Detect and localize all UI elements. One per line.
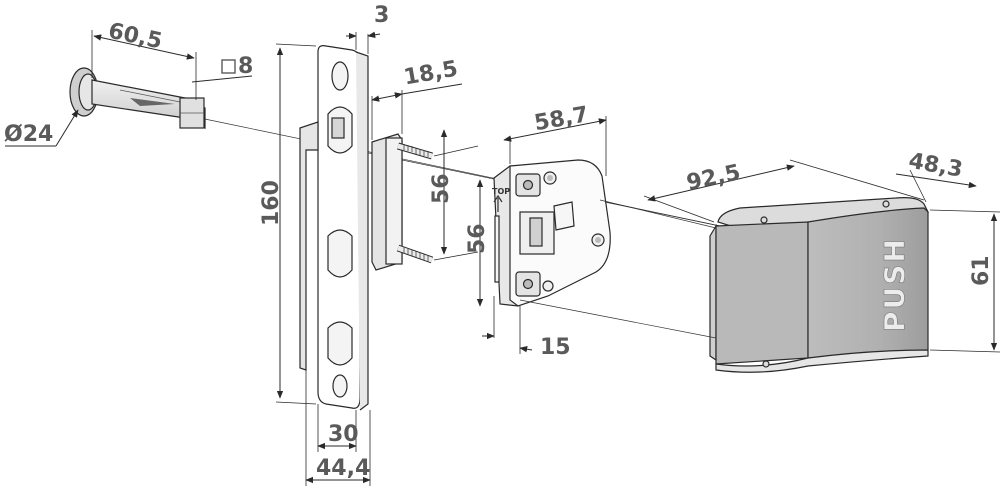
- back-plate: [299, 45, 369, 411]
- plate-thickness-dimension: 3: [346, 3, 389, 54]
- plate-thickness-label: 3: [374, 3, 389, 28]
- arrow-up-icon: [493, 194, 503, 212]
- bolt-spacing-a-label: 56: [429, 173, 454, 204]
- handle-height-dimension: 61: [929, 209, 1000, 353]
- lower-bolt: [396, 244, 434, 264]
- pin-diameter-label: Ø24: [4, 122, 53, 147]
- spacer-with-bolts: [371, 133, 434, 271]
- plate-width-dimensions: 30 44,4: [305, 370, 371, 486]
- pin-length-label: 60,5: [106, 19, 164, 55]
- plate-width-outer-label: 44,4: [316, 456, 370, 481]
- projection-lines: [519, 199, 717, 339]
- handle-depth-label: 48,3: [907, 149, 965, 183]
- lock-body: TOP: [492, 159, 611, 307]
- push-handle: PUSH: [709, 197, 929, 373]
- square-symbol-icon: [221, 59, 236, 74]
- plate-height-label: 160: [259, 180, 284, 226]
- push-label: PUSH: [878, 237, 911, 332]
- handle-length-label: 92,5: [684, 160, 742, 196]
- handle-depth-dimension: 48,3: [895, 149, 977, 203]
- lock-depth-label: 15: [540, 335, 571, 360]
- square-spindle-dimension: 8: [191, 54, 253, 83]
- lock-depth-dimension: 15: [482, 296, 571, 360]
- bolt-spacing-dimension-b: 56: [465, 179, 490, 307]
- spindle-pin: [69, 67, 206, 129]
- pin-diameter-dimension: Ø24: [4, 109, 79, 147]
- bolt-spacing-dimension-a: 56: [429, 129, 479, 261]
- plate-width-inner-label: 30: [328, 422, 359, 447]
- bolt-spacing-b-label: 56: [465, 223, 490, 254]
- handle-height-label: 61: [969, 255, 994, 286]
- lock-width-label: 58,7: [532, 102, 590, 136]
- spacer-depth-dimension: 18,5: [371, 57, 463, 140]
- square-spindle-label: 8: [238, 54, 253, 79]
- top-marker-label: TOP: [492, 187, 510, 196]
- upper-bolt: [397, 142, 433, 160]
- plate-height-dimension: 160: [259, 43, 317, 405]
